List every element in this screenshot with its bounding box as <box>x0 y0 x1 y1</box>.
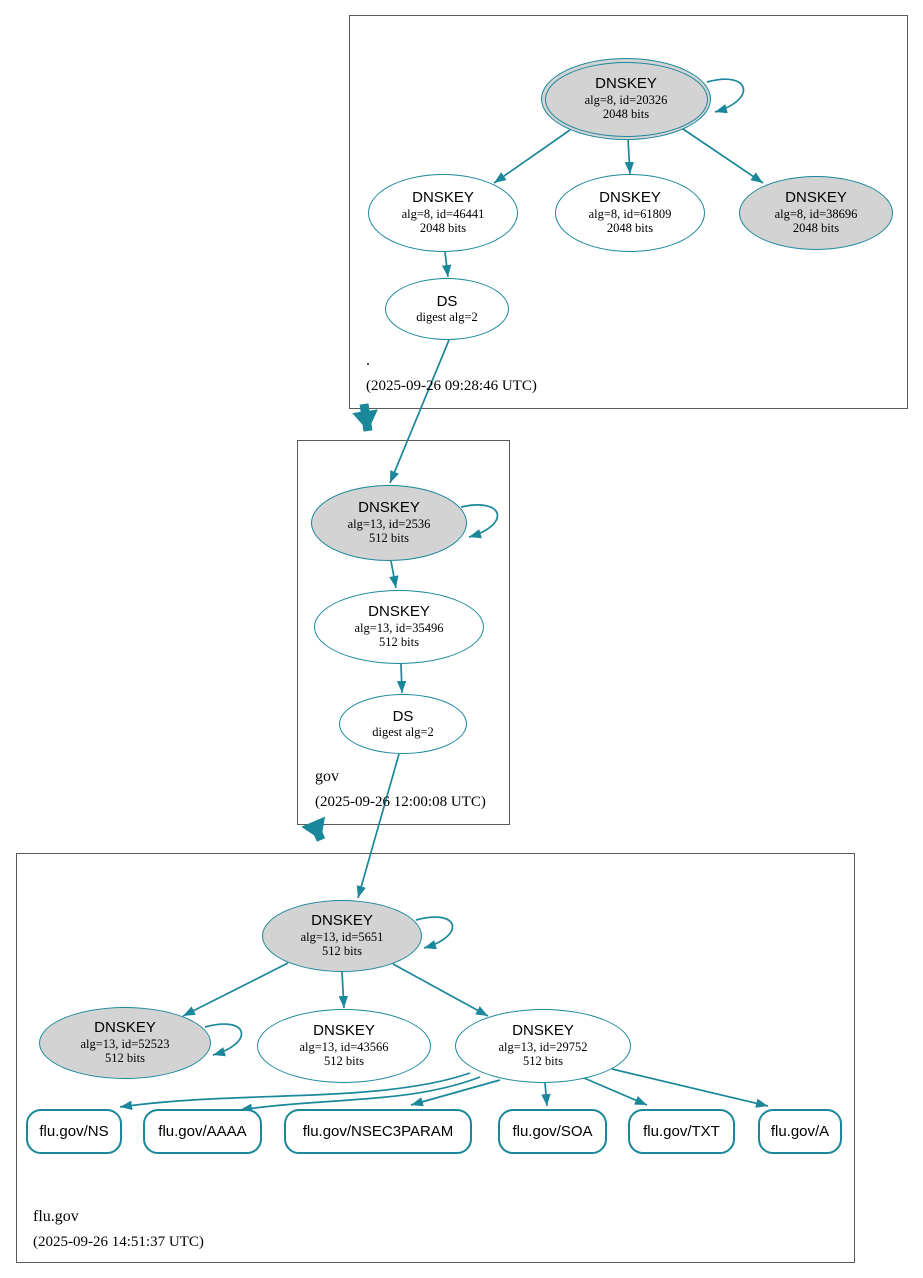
dnskey-node-5651[interactable]: DNSKEY alg=13, id=5651 512 bits <box>262 900 422 972</box>
dnskey-node-2536[interactable]: DNSKEY alg=13, id=2536 512 bits <box>311 485 467 561</box>
node-title: DNSKEY <box>368 603 430 621</box>
rrset-flu-gov-soa[interactable]: flu.gov/SOA <box>498 1109 607 1154</box>
dnskey-node-35496[interactable]: DNSKEY alg=13, id=35496 512 bits <box>314 590 484 664</box>
node-title: DS <box>392 707 414 725</box>
ds-node-gov[interactable]: DS digest alg=2 <box>339 694 467 754</box>
dnskey-node-29752[interactable]: DNSKEY alg=13, id=29752 512 bits <box>455 1009 631 1083</box>
node-detail: digest alg=2 <box>416 310 478 325</box>
node-detail: alg=13, id=52523 <box>80 1036 170 1051</box>
node-detail: alg=13, id=2536 <box>347 516 431 531</box>
zone-timestamp-gov: (2025-09-26 12:00:08 UTC) <box>315 794 486 810</box>
zone-name-root: . <box>366 352 370 369</box>
node-detail: 512 bits <box>322 944 362 959</box>
node-detail: alg=13, id=5651 <box>300 929 384 944</box>
node-detail: digest alg=2 <box>372 725 434 740</box>
dnskey-node-43566[interactable]: DNSKEY alg=13, id=43566 512 bits <box>257 1009 431 1083</box>
zone-name-flu-gov: flu.gov <box>33 1208 79 1225</box>
rrset-label: flu.gov/SOA <box>512 1123 593 1140</box>
rrset-flu-gov-nsec3param[interactable]: flu.gov/NSEC3PARAM <box>284 1109 472 1154</box>
node-detail: alg=8, id=20326 <box>584 92 668 107</box>
node-detail: alg=8, id=61809 <box>588 206 672 221</box>
dnskey-node-61809[interactable]: DNSKEY alg=8, id=61809 2048 bits <box>555 174 705 252</box>
rrset-label: flu.gov/A <box>770 1123 830 1140</box>
node-detail: 512 bits <box>369 531 409 546</box>
rrset-flu-gov-ns[interactable]: flu.gov/NS <box>26 1109 122 1154</box>
rrset-label: flu.gov/NS <box>39 1123 109 1140</box>
node-title: DNSKEY <box>311 912 373 930</box>
rrset-flu-gov-aaaa[interactable]: flu.gov/AAAA <box>143 1109 262 1154</box>
dnskey-node-20326[interactable]: DNSKEY alg=8, id=20326 2048 bits <box>541 58 711 140</box>
node-detail: 2048 bits <box>602 107 650 122</box>
zone-timestamp-root: (2025-09-26 09:28:46 UTC) <box>366 378 537 394</box>
node-title: DNSKEY <box>412 189 474 207</box>
dnskey-node-46441[interactable]: DNSKEY alg=8, id=46441 2048 bits <box>368 174 518 252</box>
ds-node-root[interactable]: DS digest alg=2 <box>385 278 509 340</box>
rrset-label: flu.gov/TXT <box>643 1123 720 1140</box>
node-title: DNSKEY <box>512 1022 574 1040</box>
dnskey-node-38696[interactable]: DNSKEY alg=8, id=38696 2048 bits <box>739 176 893 250</box>
node-title: DNSKEY <box>313 1022 375 1040</box>
node-detail: alg=8, id=38696 <box>774 206 858 221</box>
zone-name-gov: gov <box>315 768 339 785</box>
node-detail: 512 bits <box>324 1054 364 1069</box>
zone-box-root <box>349 15 908 409</box>
rrset-label: flu.gov/NSEC3PARAM <box>302 1123 454 1140</box>
node-title: DNSKEY <box>785 189 847 207</box>
delegation-arrow-gov-flu-gov <box>301 816 326 842</box>
node-detail: 512 bits <box>523 1054 563 1069</box>
rrset-flu-gov-a[interactable]: flu.gov/A <box>758 1109 842 1154</box>
zone-box-flu-gov <box>16 853 855 1263</box>
node-title: DNSKEY <box>599 189 661 207</box>
node-detail: 512 bits <box>105 1051 145 1066</box>
node-detail: 512 bits <box>379 635 419 650</box>
node-detail: 2048 bits <box>419 221 467 236</box>
node-detail: alg=8, id=46441 <box>401 206 485 221</box>
node-detail: alg=13, id=35496 <box>354 620 444 635</box>
dnskey-node-52523[interactable]: DNSKEY alg=13, id=52523 512 bits <box>39 1007 211 1079</box>
node-title: DS <box>436 292 458 310</box>
node-detail: 2048 bits <box>606 221 654 236</box>
node-detail: 2048 bits <box>792 221 840 236</box>
zone-timestamp-flu-gov: (2025-09-26 14:51:37 UTC) <box>33 1234 204 1250</box>
rrset-label: flu.gov/AAAA <box>158 1123 247 1140</box>
node-title: DNSKEY <box>595 75 657 93</box>
rrset-flu-gov-txt[interactable]: flu.gov/TXT <box>628 1109 735 1154</box>
node-detail: alg=13, id=43566 <box>299 1039 389 1054</box>
node-detail: alg=13, id=29752 <box>498 1039 588 1054</box>
node-title: DNSKEY <box>94 1019 156 1037</box>
node-title: DNSKEY <box>358 499 420 517</box>
